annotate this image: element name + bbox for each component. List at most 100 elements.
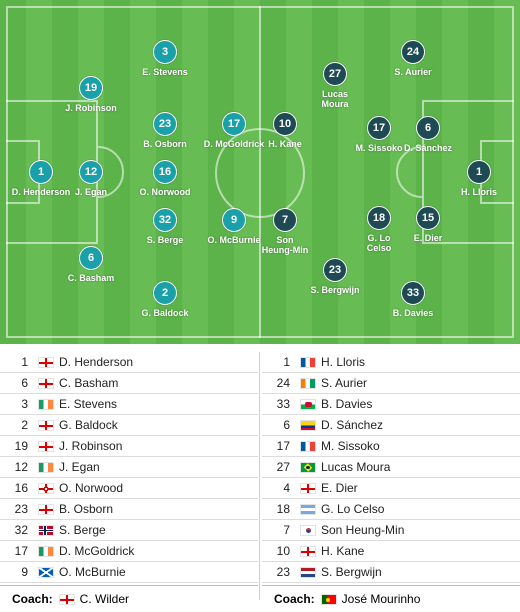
home-player-5[interactable]: 3 E. Stevens (110, 40, 220, 77)
player-name: H. Lloris (460, 187, 497, 197)
lineup-row[interactable]: 24 S. Aurier (262, 373, 520, 394)
lineup-player-name[interactable]: Son Heung-Min (321, 523, 405, 537)
lineup-player-name[interactable]: O. McBurnie (59, 565, 126, 579)
away-player-4[interactable]: 23 S. Bergwijn (280, 258, 390, 295)
player-number-badge: 33 (401, 281, 425, 305)
lineup-row[interactable]: 4 E. Dier (262, 478, 520, 499)
player-name: Son Heung-Min (261, 235, 309, 255)
home-player-1[interactable]: 1 D. Henderson (0, 160, 96, 197)
ireland-flag-icon (38, 545, 54, 557)
player-name: D. Henderson (11, 187, 71, 197)
player-name: E. Dier (413, 233, 443, 243)
player-name: H. Kane (268, 139, 302, 149)
away-player-1[interactable]: 10 H. Kane (230, 112, 340, 149)
home-player-8[interactable]: 32 S. Berge (110, 208, 220, 245)
away-player-8[interactable]: 18 G. Lo Celso (324, 206, 434, 253)
home-player-7[interactable]: 16 O. Norwood (110, 160, 220, 197)
lineup-number: 19 (14, 439, 28, 453)
away-player-7[interactable]: 6 D. Sánchez (373, 116, 483, 153)
player-name: S. Bergwijn (310, 285, 360, 295)
lineup-player-name[interactable]: E. Stevens (59, 397, 118, 411)
lineup-number: 9 (21, 565, 28, 579)
lineup-number: 32 (14, 523, 28, 537)
lineup-row[interactable]: 32 S. Berge (0, 520, 258, 541)
france-flag-icon (300, 440, 316, 452)
lineup-player-name[interactable]: Lucas Moura (321, 460, 391, 474)
player-number-badge: 3 (153, 40, 177, 64)
away-player-3[interactable]: 27 Lucas Moura (280, 62, 390, 109)
lineup-divider (259, 352, 260, 600)
home-player-4[interactable]: 6 C. Basham (36, 246, 146, 283)
right-penalty-area (422, 100, 514, 244)
norway-flag-icon (38, 524, 54, 536)
coach-label: Coach: (274, 592, 315, 606)
away-player-5[interactable]: 24 S. Aurier (358, 40, 468, 77)
player-number-badge: 32 (153, 208, 177, 232)
lineup-player-name[interactable]: H. Lloris (321, 355, 366, 369)
lineup-number: 4 (283, 481, 290, 495)
player-number-badge: 23 (153, 112, 177, 136)
lineup-player-name[interactable]: G. Lo Celso (321, 502, 385, 516)
lineup-player-name[interactable]: B. Osborn (59, 502, 114, 516)
lineup-player-name[interactable]: E. Dier (321, 481, 358, 495)
south-korea-flag-icon (300, 524, 316, 536)
portugal-flag-icon (320, 593, 337, 605)
lineup-player-name[interactable]: S. Aurier (321, 376, 368, 390)
away-player-10[interactable]: 33 B. Davies (358, 281, 468, 318)
lineup-player-name[interactable]: D. McGoldrick (59, 544, 135, 558)
away-player-2[interactable]: 7 Son Heung-Min (230, 208, 340, 255)
home-player-9[interactable]: 2 G. Baldock (110, 281, 220, 318)
lineup-player-name[interactable]: B. Davies (321, 397, 373, 411)
home-player-3[interactable]: 19 J. Robinson (36, 76, 146, 113)
home-player-10[interactable]: 17 D. McGoldrick (179, 112, 289, 149)
away-player-6[interactable]: 17 M. Sissoko (324, 116, 434, 153)
coach-name[interactable]: C. Wilder (79, 592, 130, 606)
lineup-player-name[interactable]: C. Basham (59, 376, 119, 390)
player-number-badge: 19 (79, 76, 103, 100)
lineup-player-name[interactable]: J. Egan (59, 460, 100, 474)
player-number-badge: 9 (222, 208, 246, 232)
home-player-2[interactable]: 12 J. Egan (36, 160, 146, 197)
away-player-9[interactable]: 15 E. Dier (373, 206, 483, 243)
lineup-player-name[interactable]: J. Robinson (59, 439, 123, 453)
lineup-row[interactable]: 9 O. McBurnie (0, 562, 258, 583)
england-flag-icon (38, 503, 54, 515)
player-name: E. Stevens (142, 67, 188, 77)
brazil-flag-icon (300, 461, 316, 473)
lineup-player-name[interactable]: D. Henderson (59, 355, 134, 369)
lineup-player-name[interactable]: H. Kane (321, 544, 365, 558)
home-player-6[interactable]: 23 B. Osborn (110, 112, 220, 149)
lineup-row[interactable]: 19 J. Robinson (0, 436, 258, 457)
player-number-badge: 12 (79, 160, 103, 184)
home-player-11[interactable]: 9 O. McBurnie (179, 208, 289, 245)
away-player-11[interactable]: 1 H. Lloris (424, 160, 520, 197)
lineup-player-name[interactable]: S. Bergwijn (321, 565, 382, 579)
coach-name[interactable]: José Mourinho (341, 592, 421, 606)
lineup-player-name[interactable]: O. Norwood (59, 481, 124, 495)
lineup-number: 24 (276, 376, 290, 390)
lineup-player-name[interactable]: S. Berge (59, 523, 106, 537)
argentina-flag-icon (300, 503, 316, 515)
lineup-player-name[interactable]: G. Baldock (59, 418, 118, 432)
lineup-player-name[interactable]: M. Sissoko (321, 439, 380, 453)
lineup-player-name[interactable]: D. Sánchez (321, 418, 384, 432)
